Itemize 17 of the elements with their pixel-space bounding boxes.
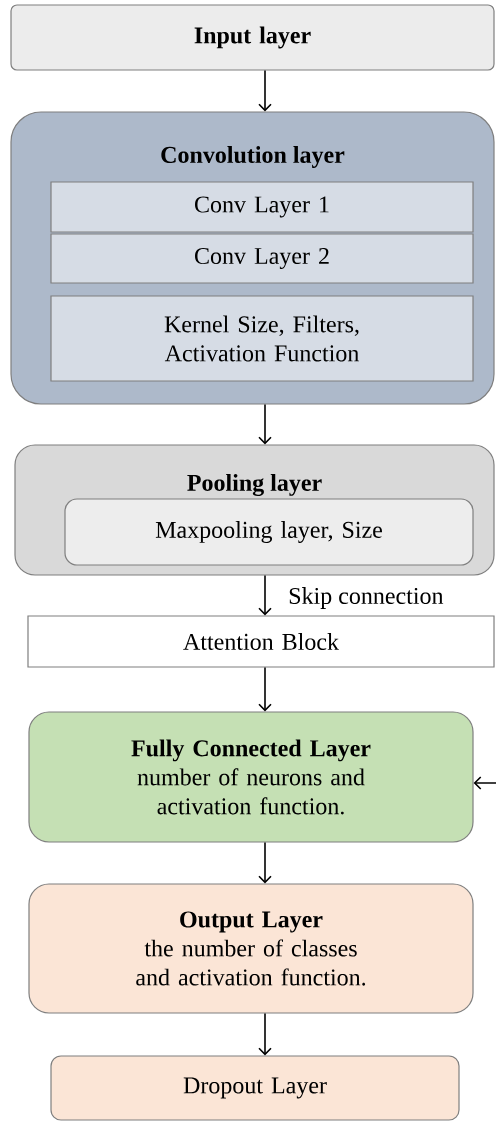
block-box: Attention Block bbox=[27, 615, 495, 668]
sublayer-box: Maxpooling layer, Size bbox=[64, 498, 474, 566]
layer-box: Fully Connected Layer number of neurons and activation function. bbox=[28, 711, 474, 843]
arrow bbox=[258, 574, 272, 616]
sublayer-box: Kernel Size, Filters, Activation Function bbox=[50, 295, 474, 382]
sublayer-box: Conv Layer 1 bbox=[50, 181, 474, 233]
arrow bbox=[258, 841, 272, 884]
layer-box: Dropout Layer bbox=[50, 1055, 460, 1121]
arrow bbox=[258, 1012, 272, 1056]
sublayer-box: Conv Layer 2 bbox=[50, 233, 474, 284]
arrow bbox=[258, 69, 272, 112]
arrow bbox=[258, 403, 272, 445]
note-text: Skip connection bbox=[289, 587, 444, 609]
layer-box: Input layer bbox=[10, 4, 495, 71]
layer-box: Output Layer the number of classes and activation function. bbox=[28, 883, 474, 1014]
arrow bbox=[473, 776, 496, 790]
arrow bbox=[258, 666, 272, 712]
